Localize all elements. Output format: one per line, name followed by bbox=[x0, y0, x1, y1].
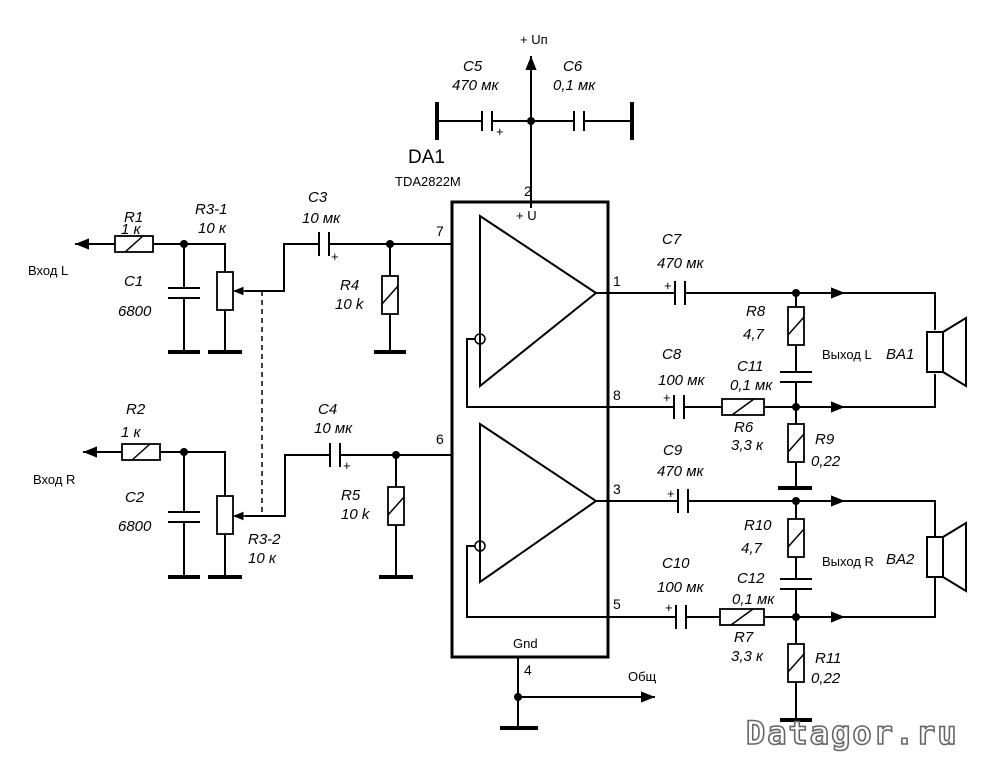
r6-name: R6 bbox=[734, 419, 754, 436]
c8-plates bbox=[673, 395, 685, 419]
c2-name: C2 bbox=[125, 489, 145, 506]
pin-5: 5 bbox=[613, 596, 621, 612]
svg-text:+: + bbox=[343, 458, 351, 473]
speaker-ba2 bbox=[926, 521, 967, 593]
c7-value: 470 мк bbox=[657, 255, 704, 272]
pin-6: 6 bbox=[436, 431, 444, 447]
supply-label: + Uп bbox=[520, 32, 548, 47]
svg-text:+: + bbox=[496, 124, 504, 139]
r3-2-value: 10 к bbox=[248, 550, 277, 567]
pin-2: 2 bbox=[524, 183, 532, 199]
r8-value: 4,7 bbox=[743, 326, 765, 343]
r3-2-name: R3-2 bbox=[248, 531, 281, 548]
svg-text:+: + bbox=[331, 249, 339, 264]
c10-name: C10 bbox=[662, 555, 690, 572]
r9-name: R9 bbox=[815, 431, 835, 448]
r2-value: 1 к bbox=[121, 424, 142, 441]
r4-name: R4 bbox=[340, 277, 359, 294]
r1-value: 1 к bbox=[121, 221, 142, 238]
svg-text:+: + bbox=[664, 278, 672, 293]
c5-name: C5 bbox=[463, 58, 483, 75]
svg-text:+: + bbox=[663, 390, 671, 405]
c1-name: C1 bbox=[124, 273, 143, 290]
common-label: Общ bbox=[628, 669, 657, 684]
chip-body bbox=[450, 200, 610, 659]
r11-name: R11 bbox=[815, 650, 841, 667]
power-rail: + bbox=[435, 56, 634, 208]
right-input-network: + bbox=[83, 443, 452, 579]
c6-value: 0,1 мк bbox=[553, 77, 596, 94]
chip-plus-u: + U bbox=[516, 208, 537, 223]
left-output-network: + bbox=[596, 278, 936, 490]
r2-name: R2 bbox=[126, 401, 146, 418]
r3-1-value: 10 к bbox=[198, 220, 227, 237]
c4-value: 10 мк bbox=[314, 420, 353, 437]
pin-4: 4 bbox=[524, 662, 532, 678]
r4-value: 10 k bbox=[335, 296, 365, 313]
c3-value: 10 мк bbox=[302, 210, 341, 227]
r9-value: 0,22 bbox=[811, 453, 841, 470]
input-r-label: Вход R bbox=[33, 472, 75, 487]
chip-gnd: Gnd bbox=[513, 636, 538, 651]
pin-8: 8 bbox=[613, 387, 621, 403]
output-r-label: Выход R bbox=[822, 554, 874, 569]
c12-name: C12 bbox=[737, 570, 765, 587]
input-l-label: Вход L bbox=[28, 263, 68, 278]
r7-value: 3,3 к bbox=[731, 648, 764, 665]
right-feedback-wire bbox=[466, 545, 720, 618]
r10-value: 4,7 bbox=[741, 540, 763, 557]
r3-1-name: R3-1 bbox=[195, 201, 228, 218]
pin-3: 3 bbox=[613, 481, 621, 497]
svg-text:+: + bbox=[667, 486, 675, 501]
pin-1: 1 bbox=[613, 273, 621, 289]
c8-name: C8 bbox=[662, 346, 682, 363]
r10-name: R10 bbox=[744, 517, 772, 534]
c10-plates bbox=[675, 605, 687, 629]
r8-name: R8 bbox=[746, 303, 766, 320]
r5-value: 10 k bbox=[341, 506, 371, 523]
r11-value: 0,22 bbox=[811, 670, 841, 687]
c10-value: 100 мк bbox=[657, 579, 704, 596]
c11-name: C11 bbox=[737, 358, 763, 375]
c8-value: 100 мк bbox=[658, 372, 705, 389]
ground-network bbox=[500, 657, 655, 730]
c11-value: 0,1 мк bbox=[730, 377, 773, 394]
c12-value: 0,1 мк bbox=[732, 591, 775, 608]
chip-name: DA1 bbox=[408, 147, 445, 168]
c6-name: C6 bbox=[563, 58, 583, 75]
output-l-label: Выход L bbox=[822, 347, 872, 362]
c3-name: C3 bbox=[308, 189, 328, 206]
r1-name: R1 bbox=[124, 209, 143, 226]
c7-name: C7 bbox=[662, 231, 682, 248]
c4-name: C4 bbox=[318, 401, 337, 418]
left-feedback-wire bbox=[466, 338, 722, 408]
speaker-ba1 bbox=[926, 316, 967, 388]
c1-value: 6800 bbox=[118, 303, 152, 320]
chip-part: TDA2822M bbox=[395, 174, 461, 189]
ba2-name: BA2 bbox=[886, 551, 915, 568]
pin-7: 7 bbox=[436, 223, 444, 239]
amplifier-right bbox=[479, 422, 598, 584]
svg-text:+: + bbox=[665, 600, 673, 615]
c2-value: 6800 bbox=[118, 518, 152, 535]
right-output-network: + bbox=[596, 486, 936, 722]
watermark: Datagor.ru bbox=[746, 714, 959, 752]
r5-name: R5 bbox=[341, 487, 361, 504]
left-input-network: + bbox=[75, 232, 452, 354]
amplifier-left bbox=[479, 214, 598, 389]
r6-value: 3,3 к bbox=[731, 437, 764, 454]
c9-name: C9 bbox=[663, 442, 683, 459]
c5-value: 470 мк bbox=[452, 77, 499, 94]
r7-name: R7 bbox=[734, 629, 754, 646]
c9-value: 470 мк bbox=[657, 463, 704, 480]
ba1-name: BA1 bbox=[886, 346, 914, 363]
